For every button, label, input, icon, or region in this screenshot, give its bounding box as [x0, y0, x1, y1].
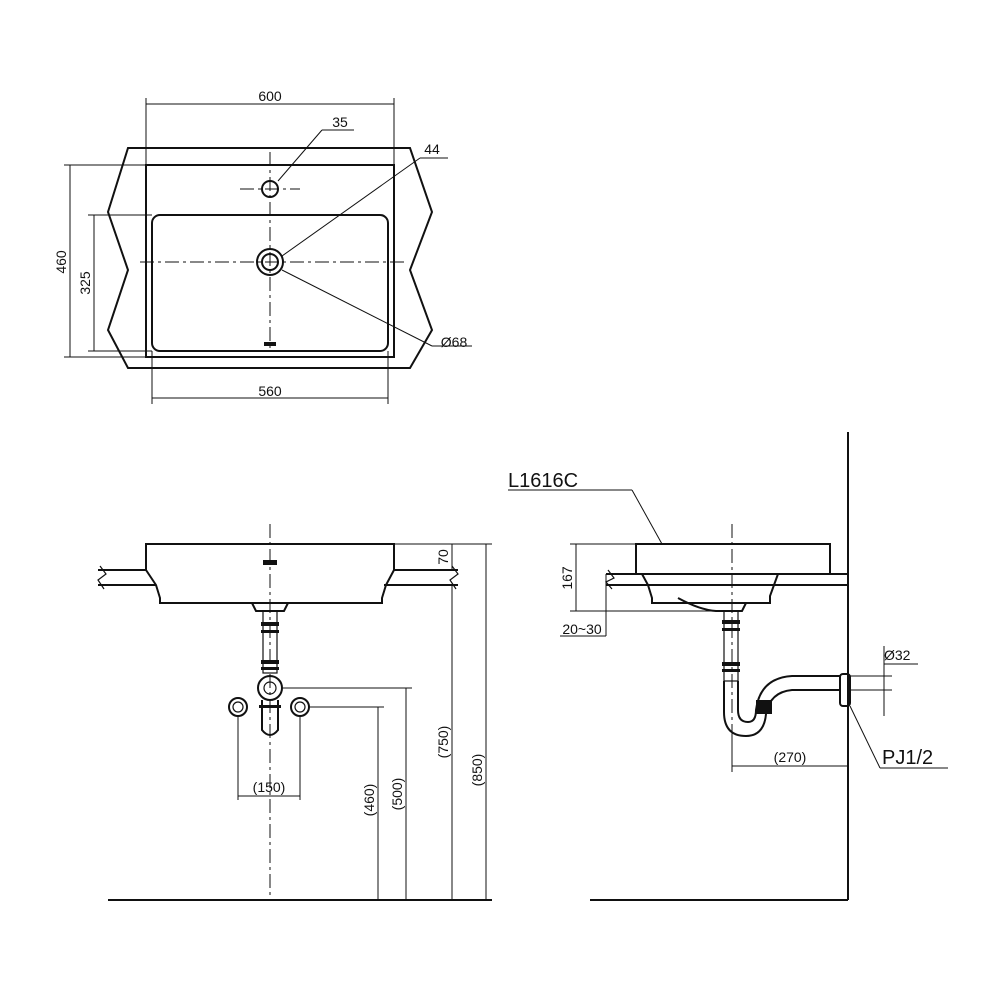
dim-depth-outer: 460 — [53, 250, 69, 274]
supply-valve-left — [228, 697, 248, 717]
overflow-mark — [264, 342, 276, 346]
faucet-hole — [261, 180, 279, 198]
drain-outer — [256, 248, 284, 276]
dim-width-outer: 600 — [258, 88, 282, 104]
dim-counter-thickness: 20~30 — [562, 621, 602, 637]
tailpiece — [262, 610, 278, 674]
dim-counter-height: (750) — [435, 726, 451, 759]
basin-rim-side — [635, 543, 831, 574]
break-mark-left — [97, 565, 107, 590]
dim-basin-height: 167 — [559, 566, 575, 590]
basin-bowl-side — [641, 573, 779, 604]
dim-pipe-dia: Ø32 — [884, 647, 911, 663]
break-mark-right — [449, 565, 459, 590]
dim-drain-height: (500) — [389, 778, 405, 811]
side-view: L1616C 167 20~30 Ø32 (270) PJ1/2 — [508, 432, 948, 901]
top-view: 600 35 44 Ø68 460 325 560 — [53, 88, 472, 404]
p-trap — [723, 681, 840, 738]
model-label: L1616C — [508, 470, 578, 492]
countertop-outline — [106, 147, 434, 369]
dim-drain-offset: 44 — [424, 141, 440, 157]
dim-drain-dia: Ø68 — [441, 334, 468, 350]
thread-label: PJ1/2 — [882, 747, 933, 769]
dim-width-inner: 560 — [258, 383, 282, 399]
front-view: (150) (460) (500) (750) (850) 70 — [97, 524, 492, 901]
basin-bowl-front — [145, 569, 395, 604]
dim-depth-inner: 325 — [77, 271, 93, 295]
dim-supply-height: (460) — [361, 784, 377, 817]
trap-body — [261, 700, 279, 736]
dim-rim-height: 70 — [435, 549, 451, 565]
dim-trap-projection: (270) — [774, 749, 807, 765]
drain-inner — [261, 253, 279, 271]
supply-valve-right — [290, 697, 310, 717]
dim-faucet-hole: 35 — [332, 114, 348, 130]
dim-top-height: (850) — [469, 754, 485, 787]
dim-trap-spacing: (150) — [253, 779, 286, 795]
